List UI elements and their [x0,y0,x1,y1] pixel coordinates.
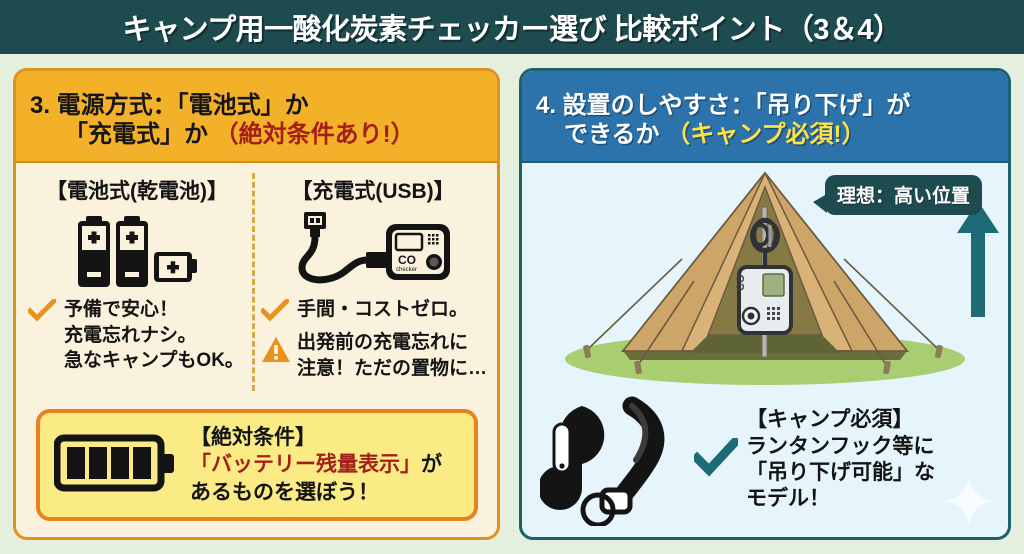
panel-right-title-line1: 4. 設置のしやすさ：「吊り下げ」が [536,91,911,119]
bullet-line: 充電忘れナシ。 [64,324,197,346]
note-line3: あるものを選ぼう！ [190,480,379,504]
page-title: キャンプ用一酸化炭素チェッカー選び 比較ポイント（3＆4） [122,14,902,46]
bottom-line: モデル！ [746,487,830,511]
panel-installation: 4. 設置のしやすさ：「吊り下げ」が できるか （キャンプ必須!） [519,68,1011,540]
bottom-line: ランタンフック等に [746,434,935,458]
note-line2: 「バッテリー残量表示」が [190,451,442,478]
bullet-line: 出発前の充電忘れに [296,332,468,353]
bullet-usb-pros-text: 手間・コストゼロ。 [297,297,468,323]
device-label-co: CO [398,253,416,267]
bottom-line: 「吊り下げ可能」な [746,461,935,484]
carabiner-and-strap-icons [538,394,690,528]
panel-left-header: 3. 電源方式：「電池式」か 「充電式」か （絶対条件あり!） [16,71,497,163]
bullet-line: 予備で安心！ [64,299,179,320]
battery-full-icon [53,430,178,501]
page-header: キャンプ用一酸化炭素チェッカー選び 比較ポイント（3＆4） [0,0,1024,54]
panel-right-title-line2-plain: できるか [564,121,667,148]
column-usb-title: 【充電式(USB)】 [291,180,455,203]
absolute-requirement-note: 【絶対条件】 「バッテリー残量表示」が あるものを選ぼう！ [36,409,478,521]
warning-triangle-icon [261,330,291,368]
column-battery-title: 【電池式(乾電池)】 [45,180,228,203]
panel-right-title-line2: できるか （キャンプ必須!） [536,120,994,149]
device-label-checker: checker [396,267,417,273]
bullet-line: 手間・コストゼロ。 [296,299,468,320]
hanging-requirement-text: 【キャンプ必須】 ランタンフック等に 「吊り下げ可能」な モデル！ [746,407,935,513]
check-icon [690,435,742,483]
panel-right-title-accent: （キャンプ必須!） [666,121,866,148]
panel-left-title-line2-plain: 「充電式」か [64,121,215,148]
usb-cable-co-checker-icon: CO checker [255,205,491,297]
panel-left-title-accent: （絶対条件あり!） [214,121,415,148]
bullet-battery-text: 予備で安心！ 充電忘れナシ。 急なキャンプもOK。 [64,297,244,374]
note-line1: 【絶対条件】 [190,426,316,450]
panel-left-title-line2: 「充電式」か （絶対条件あり!） [30,120,483,149]
panel-left-body: 【電池式(乾電池)】 [16,163,497,537]
bullet-usb-warning: 出発前の充電忘れに 注意！ただの置物に… [261,330,487,381]
device-label-co: CO [735,274,747,291]
column-usb-type: 【充電式(USB)】 [255,173,491,391]
bottom-line: 【キャンプ必須】 [746,408,914,432]
battery-cells-icon [22,205,252,297]
hanging-requirement-row: 【キャンプ必須】 ランタンフック等に 「吊り下げ可能」な モデル！ [522,385,1008,535]
bullet-usb-warning-text: 出発前の充電忘れに 注意！ただの置物に… [297,330,487,381]
bullet-line: 注意！ただの置物に… [296,357,487,379]
up-arrow-icon [957,201,999,317]
ideal-position-callout: 理想：高い位置 [812,175,983,215]
panel-power-source: 3. 電源方式：「電池式」か 「充電式」か （絶対条件あり!） 【電池式(乾電池… [13,68,500,540]
note-line2-accent: 「バッテリー残量表示」 [190,453,421,477]
sparkle-icon [942,474,996,533]
panel-right-body: CO 理想：高い位置 [522,163,1008,537]
power-source-columns: 【電池式(乾電池)】 [16,163,497,391]
note-text: 【絶対条件】 「バッテリー残量表示」が あるものを選ぼう！ [190,424,442,506]
tent-with-hanging-co-checker: CO [522,163,1008,391]
note-line2-tail: が [421,453,442,477]
panel-right-header: 4. 設置のしやすさ：「吊り下げ」が できるか （キャンプ必須!） [522,71,1008,163]
panel-left-title-line1: 3. 電源方式：「電池式」か [30,91,309,119]
bullet-usb-pros: 手間・コストゼロ。 [259,297,487,328]
column-battery-type: 【電池式(乾電池)】 [22,173,255,391]
bullet-battery-pros: 予備で安心！ 充電忘れナシ。 急なキャンプもOK。 [26,297,248,374]
check-icon [26,297,58,328]
bullet-line: 急なキャンプもOK。 [64,350,244,372]
battery-bullets: 予備で安心！ 充電忘れナシ。 急なキャンプもOK。 [22,297,252,374]
check-icon [259,297,291,328]
usb-bullets: 手間・コストゼロ。 出発前の充電忘れに 注意！ただの置物に… [255,297,491,381]
